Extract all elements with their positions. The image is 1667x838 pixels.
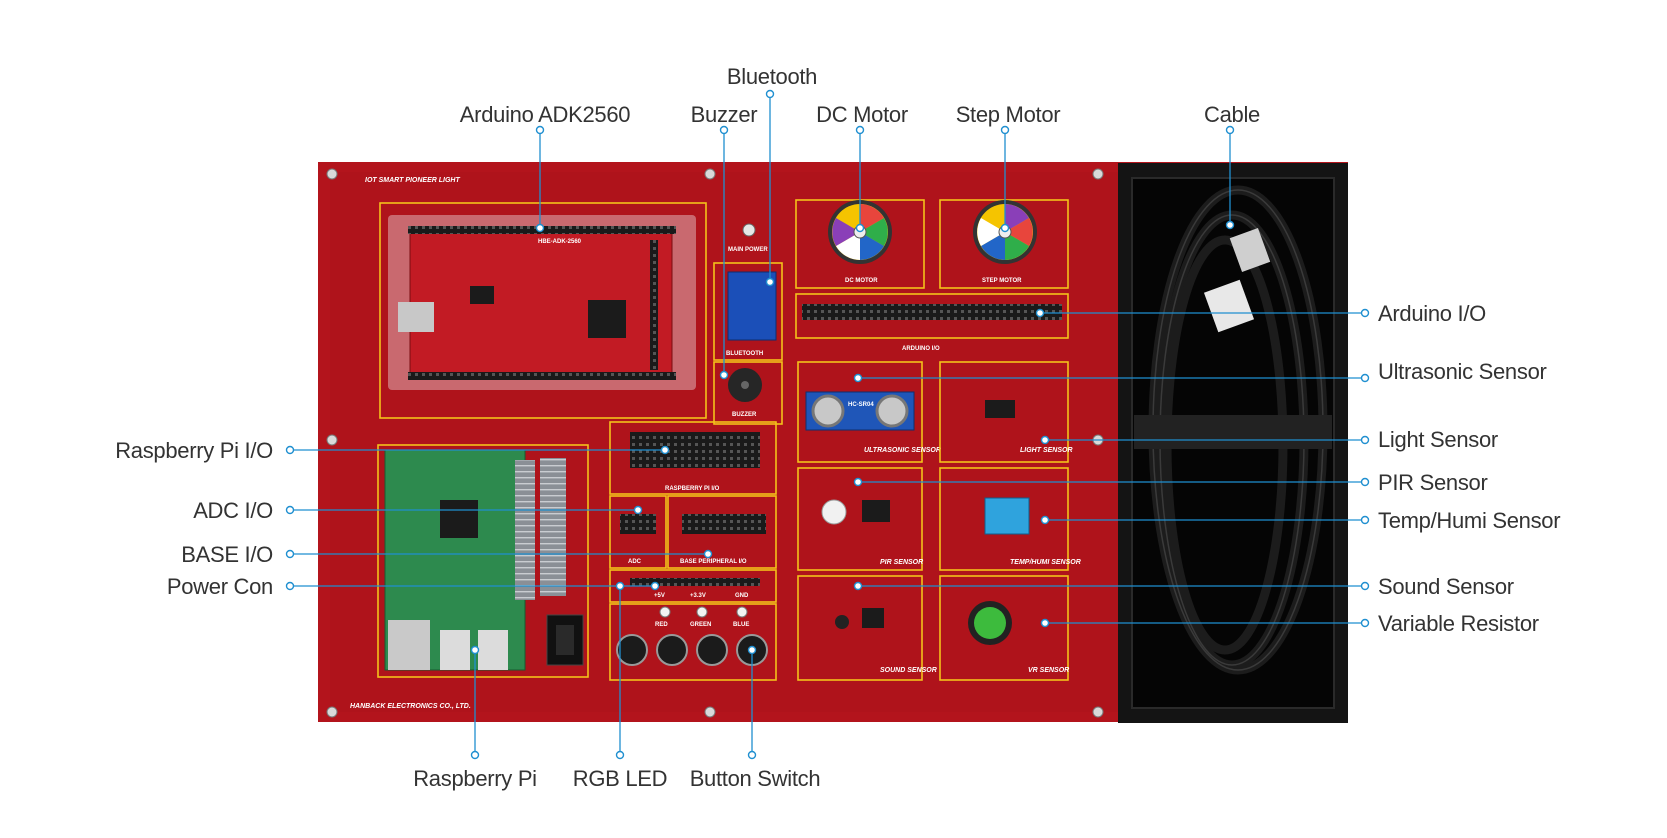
- callout-labels: Arduino ADK2560 Buzzer Bluetooth DC Moto…: [115, 64, 1560, 791]
- callout-buzzer: Buzzer: [691, 102, 758, 127]
- silk-green: GREEN: [690, 622, 711, 628]
- silk-arduino-io: ARDUINO I/O: [902, 346, 940, 352]
- silk-hc-sr04: HC-SR04: [848, 402, 874, 408]
- silk-33v: +3.3V: [690, 593, 706, 599]
- silk-step-motor: STEP MOTOR: [982, 278, 1022, 284]
- rocker-power-switch[interactable]: [546, 614, 584, 666]
- push-buttons[interactable]: [616, 634, 768, 666]
- silk-dc-motor: DC MOTOR: [845, 278, 878, 284]
- silk-gnd: GND: [735, 593, 749, 599]
- silk-buzzer: BUZZER: [732, 412, 757, 418]
- callout-sound-sensor: Sound Sensor: [1378, 574, 1514, 599]
- silk-hbe-adk: HBE-ADK-2560: [538, 239, 582, 245]
- callout-dc-motor: DC Motor: [816, 102, 908, 127]
- rgb-led-and-buttons-zone: RED GREEN BLUE: [609, 603, 777, 681]
- base-peripheral-io-zone: BASE PERIPHERAL I/O: [667, 495, 777, 569]
- raspberry-pi-io-zone: RASPBERRY PI I/O: [609, 421, 777, 495]
- temp-humi-sensor-module: TEMP/HUMI SENSOR: [939, 467, 1081, 571]
- arduino-io-headers: ARDUINO I/O: [795, 293, 1069, 352]
- leader-dots: [285, 89, 1370, 760]
- silk-pir: PIR SENSOR: [880, 559, 923, 566]
- silk-main-power: MAIN POWER: [728, 247, 768, 253]
- callout-adc-io: ADC I/O: [193, 498, 273, 523]
- silk-blue: BLUE: [733, 622, 749, 628]
- silk-5v: +5V: [654, 593, 665, 599]
- silk-base-peripheral-io: BASE PERIPHERAL I/O: [680, 559, 747, 565]
- raspberry-pi-module: [377, 444, 589, 678]
- silk-temp-humi: TEMP/HUMI SENSOR: [1010, 559, 1081, 566]
- callout-cable: Cable: [1204, 102, 1260, 127]
- ultrasonic-sensor-module: HC-SR04 ULTRASONIC SENSOR: [797, 361, 941, 463]
- callout-arduino-io: Arduino I/O: [1378, 301, 1486, 326]
- leader-lines: [290, 94, 1365, 755]
- callout-temp-humi-sensor: Temp/Humi Sensor: [1378, 508, 1560, 533]
- silk-sound: SOUND SENSOR: [880, 667, 937, 674]
- callout-ultrasonic-sensor: Ultrasonic Sensor: [1378, 359, 1547, 384]
- silk-raspberry-pi-io: RASPBERRY PI I/O: [665, 486, 720, 492]
- sound-sensor-module: SOUND SENSOR: [797, 575, 937, 681]
- callout-pir-sensor: PIR Sensor: [1378, 470, 1488, 495]
- callout-base-io: BASE I/O: [181, 542, 273, 567]
- silk-adc: ADC: [628, 559, 642, 565]
- cable-case: [1118, 163, 1348, 723]
- silk-ultrasonic: ULTRASONIC SENSOR: [864, 447, 941, 454]
- board-title: IOT SMART PIONEER LIGHT: [365, 177, 460, 184]
- callout-step-motor: Step Motor: [956, 102, 1061, 127]
- board-maker: HANBACK ELECTRONICS CO., LTD.: [350, 703, 471, 710]
- silk-red: RED: [655, 622, 668, 628]
- light-sensor-module: LIGHT SENSOR: [939, 361, 1073, 463]
- silk-light: LIGHT SENSOR: [1020, 447, 1073, 454]
- callout-raspberry-pi: Raspberry Pi: [413, 766, 537, 791]
- callout-power-con: Power Con: [167, 574, 273, 599]
- board-screws: [326, 168, 1104, 718]
- callout-variable-resistor: Variable Resistor: [1378, 611, 1539, 636]
- adc-zone: ADC: [609, 495, 667, 569]
- silk-vr: VR SENSOR: [1028, 667, 1069, 674]
- main-power-switch[interactable]: MAIN POWER: [728, 223, 768, 253]
- callout-button-switch: Button Switch: [690, 766, 821, 791]
- pir-sensor-module: PIR SENSOR: [797, 467, 923, 571]
- buzzer-module: BUZZER: [713, 361, 783, 425]
- arduino-adk2560-module: HBE-ADK-2560: [379, 202, 707, 419]
- callout-raspberry-pi-io: Raspberry Pi I/O: [115, 438, 273, 463]
- callout-bluetooth: Bluetooth: [727, 64, 817, 89]
- callout-arduino-adk2560: Arduino ADK2560: [460, 102, 630, 127]
- silk-bluetooth: BLUETOOTH: [726, 351, 763, 357]
- vr-sensor-module: VR SENSOR: [939, 575, 1069, 681]
- callout-rgb-led: RGB LED: [573, 766, 667, 791]
- callout-light-sensor: Light Sensor: [1378, 427, 1498, 452]
